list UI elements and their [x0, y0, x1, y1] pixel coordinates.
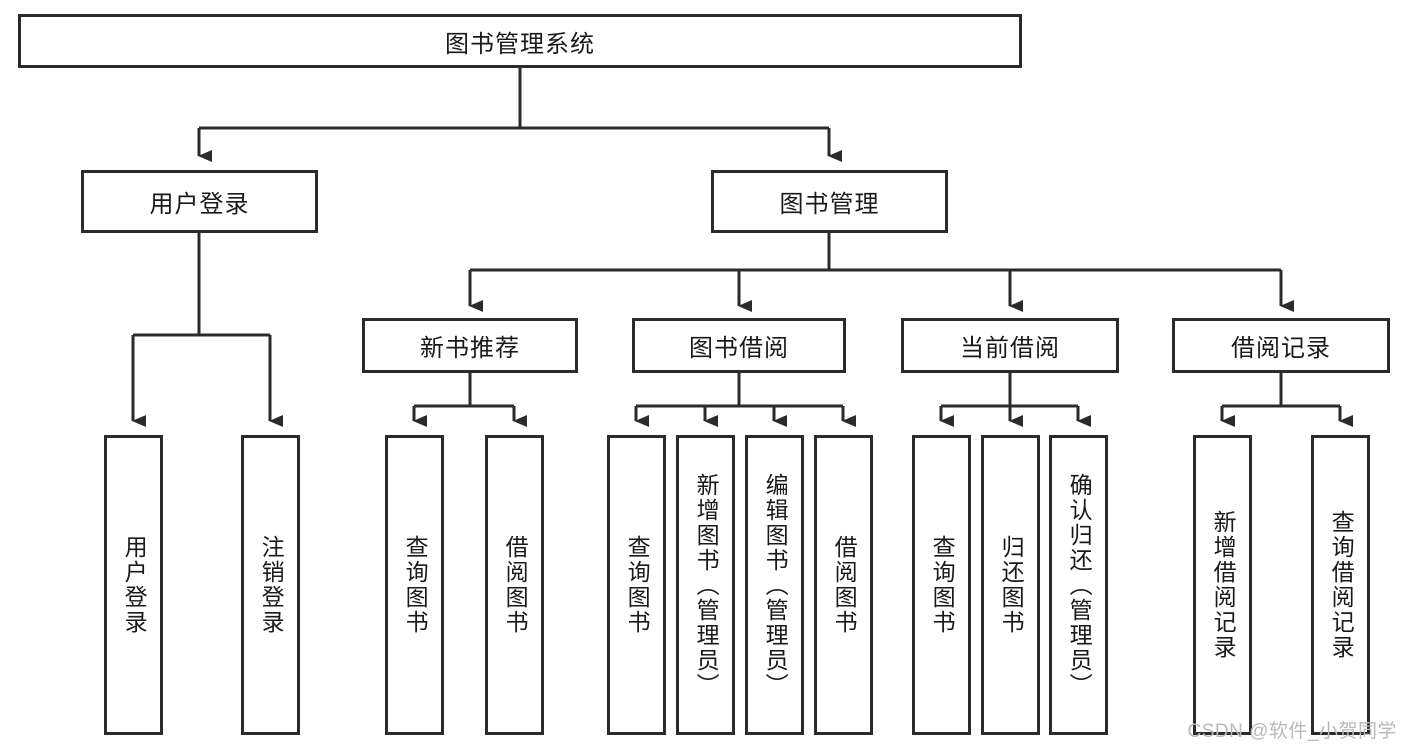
node-new-book-recommend[interactable]: 新书推荐 — [362, 318, 578, 373]
leaf-current-return-book[interactable]: 归还图书 — [981, 435, 1040, 735]
leaf-borrow-borrow-book[interactable]: 借阅图书 — [814, 435, 873, 735]
node-user-login[interactable]: 用户登录 — [81, 170, 318, 233]
leaf-recommend-query-book[interactable]: 查询图书 — [385, 435, 444, 735]
node-book-management[interactable]: 图书管理 — [711, 170, 948, 233]
node-label: 图书借阅 — [689, 335, 789, 362]
node-label: 图书管理系统 — [445, 30, 595, 58]
leaf-borrow-add-book[interactable]: 新增图书（管理员） — [676, 435, 735, 735]
node-label: 新增图书（管理员） — [693, 472, 720, 698]
node-label: 新增借阅记录 — [1210, 510, 1237, 660]
node-label: 借阅图书 — [502, 535, 529, 635]
leaf-borrow-query-book[interactable]: 查询图书 — [607, 435, 666, 735]
node-root-system[interactable]: 图书管理系统 — [18, 14, 1022, 68]
node-book-borrow[interactable]: 图书借阅 — [632, 318, 846, 373]
leaf-borrow-edit-book[interactable]: 编辑图书（管理员） — [745, 435, 804, 735]
node-label: 查询借阅记录 — [1328, 510, 1355, 660]
node-borrow-record[interactable]: 借阅记录 — [1172, 318, 1390, 373]
node-label: 用户登录 — [149, 191, 250, 218]
leaf-record-add[interactable]: 新增借阅记录 — [1193, 435, 1252, 735]
node-label: 借阅记录 — [1231, 335, 1331, 362]
leaf-current-query-book[interactable]: 查询图书 — [912, 435, 971, 735]
leaf-user-login[interactable]: 用户登录 — [104, 435, 163, 735]
node-label: 用户登录 — [121, 535, 148, 635]
node-current-borrow[interactable]: 当前借阅 — [901, 318, 1119, 373]
node-label: 查询图书 — [929, 535, 956, 635]
leaf-current-confirm-return[interactable]: 确认归还（管理员） — [1049, 435, 1108, 735]
node-label: 当前借阅 — [960, 335, 1060, 362]
node-label: 确认归还（管理员） — [1066, 472, 1093, 698]
node-label: 图书管理 — [779, 191, 880, 218]
leaf-user-logout[interactable]: 注销登录 — [241, 435, 300, 735]
watermark: CSDN @软件_小贺同学 — [1187, 721, 1397, 742]
node-label: 编辑图书（管理员） — [762, 472, 789, 698]
leaf-recommend-borrow-book[interactable]: 借阅图书 — [485, 435, 544, 735]
node-label: 查询图书 — [402, 535, 429, 635]
node-label: 注销登录 — [258, 535, 285, 635]
node-label: 归还图书 — [998, 535, 1025, 635]
node-label: 借阅图书 — [831, 535, 858, 635]
node-label: 查询图书 — [624, 535, 651, 635]
leaf-record-query[interactable]: 查询借阅记录 — [1311, 435, 1370, 735]
node-label: 新书推荐 — [420, 335, 520, 362]
